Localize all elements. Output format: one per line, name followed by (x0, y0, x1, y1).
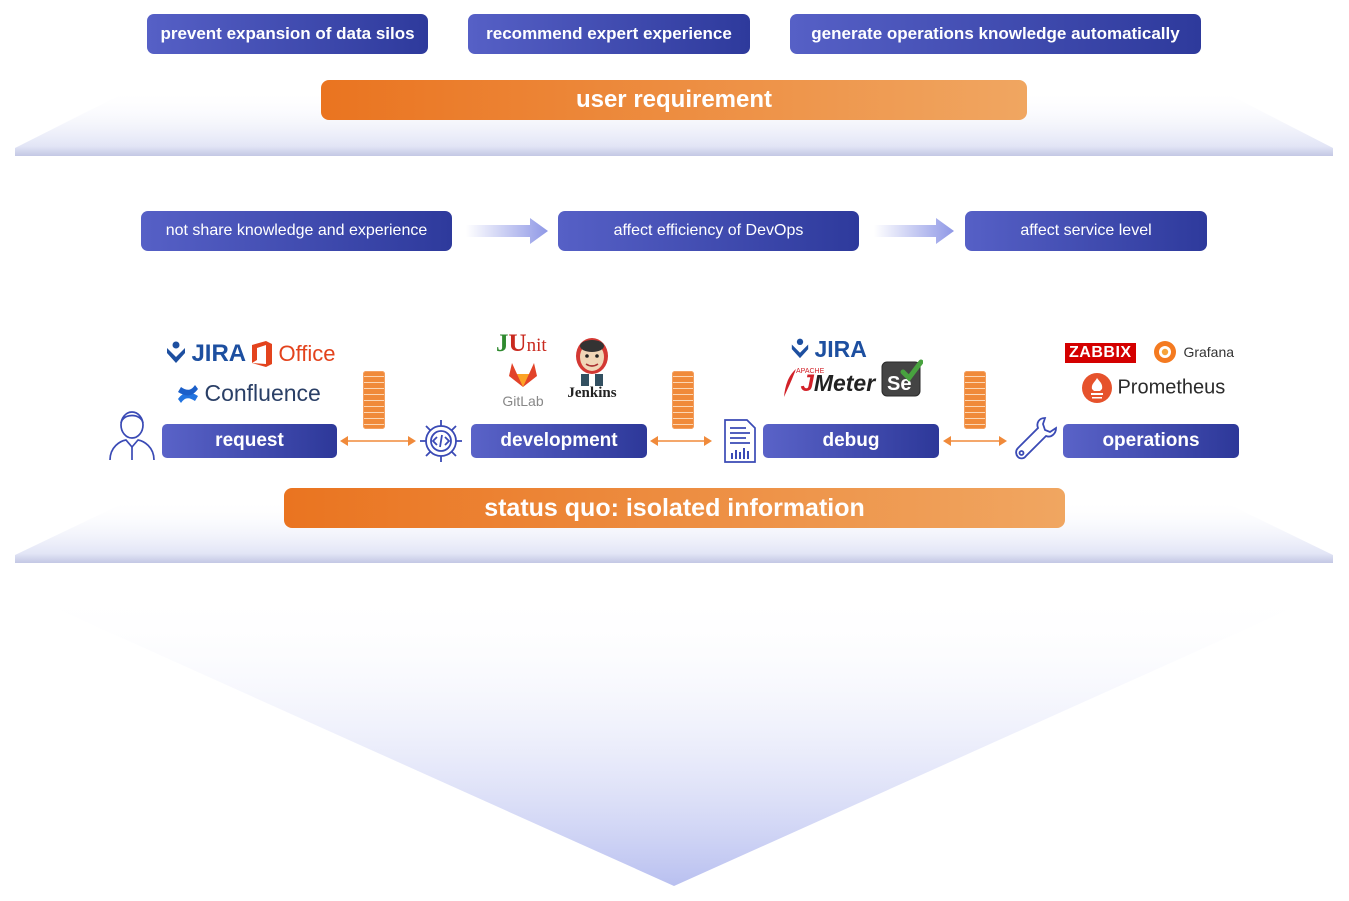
stage-development: development (471, 424, 647, 458)
jira-label: JIRA (191, 340, 247, 367)
jira-icon (791, 338, 809, 358)
jmeter-feather-icon (784, 369, 796, 397)
goal-recommend-experience: recommend expert experience (468, 14, 750, 54)
grafana-label: Grafana (1183, 344, 1235, 360)
gitlab-label: GitLab (502, 393, 544, 409)
selenium-logo: Se (881, 358, 924, 403)
prometheus-icon (1082, 373, 1112, 403)
junit-logo: JUnit (496, 330, 547, 358)
jmeter-logo: APACHE JMeter (782, 368, 875, 398)
wrench-icon (1015, 417, 1057, 460)
jira-logo-debug: JIRA (790, 336, 867, 363)
jenkins-icon (576, 338, 608, 386)
jmeter-j: J (800, 370, 814, 397)
stage-request: request (162, 424, 337, 458)
jenkins-logo: Jenkins (560, 334, 624, 402)
confluence-label: Confluence (204, 380, 321, 406)
jira-logo: JIRA (165, 340, 246, 368)
gitlab-logo: GitLab (500, 360, 546, 409)
double-arrow-icon (340, 436, 416, 446)
problem-not-share-knowledge: not share knowledge and experience (141, 211, 452, 251)
junit-j: J (496, 330, 509, 357)
confluence-logo: Confluence (176, 380, 321, 407)
jmeter-apache: APACHE (796, 368, 825, 375)
stage-operations: operations (1063, 424, 1239, 458)
grafana-logo: Grafana (1151, 338, 1234, 366)
document-report-icon (724, 419, 756, 463)
code-gear-icon (420, 420, 462, 462)
stage-debug: debug (763, 424, 939, 458)
junit-nit: nit (526, 335, 547, 356)
data-store-debug (964, 371, 986, 429)
prometheus-label: Prometheus (1117, 376, 1226, 399)
selenium-icon: Se (881, 359, 924, 397)
grafana-icon (1154, 341, 1176, 363)
problem-affect-devops: affect efficiency of DevOps (558, 211, 859, 251)
jira-label: JIRA (814, 336, 867, 362)
jenkins-label: Jenkins (567, 385, 617, 401)
svg-text:Se: Se (887, 373, 911, 395)
user-requirement-banner: user requirement (321, 80, 1027, 120)
office-label: Office (278, 341, 336, 366)
jmeter-label: Meter (813, 370, 876, 396)
status-quo-banner: status quo: isolated information (284, 488, 1065, 528)
office-logo: Office (250, 340, 336, 368)
double-arrow-icon (650, 436, 712, 446)
goal-generate-knowledge: generate operations knowledge automatica… (790, 14, 1201, 54)
jira-icon (167, 341, 185, 363)
goal-prevent-silos: prevent expansion of data silos (147, 14, 428, 54)
data-store-request (363, 371, 385, 429)
person-icon (109, 411, 155, 461)
prometheus-logo: Prometheus (1081, 372, 1225, 404)
problem-affect-service: affect service level (965, 211, 1207, 251)
confluence-icon (178, 384, 198, 403)
office-icon (252, 341, 272, 367)
double-arrow-icon (943, 436, 1007, 446)
data-store-development (672, 371, 694, 429)
zabbix-logo: ZABBIX (1065, 343, 1136, 363)
junit-u: U (508, 330, 527, 357)
gitlab-icon (509, 363, 537, 387)
